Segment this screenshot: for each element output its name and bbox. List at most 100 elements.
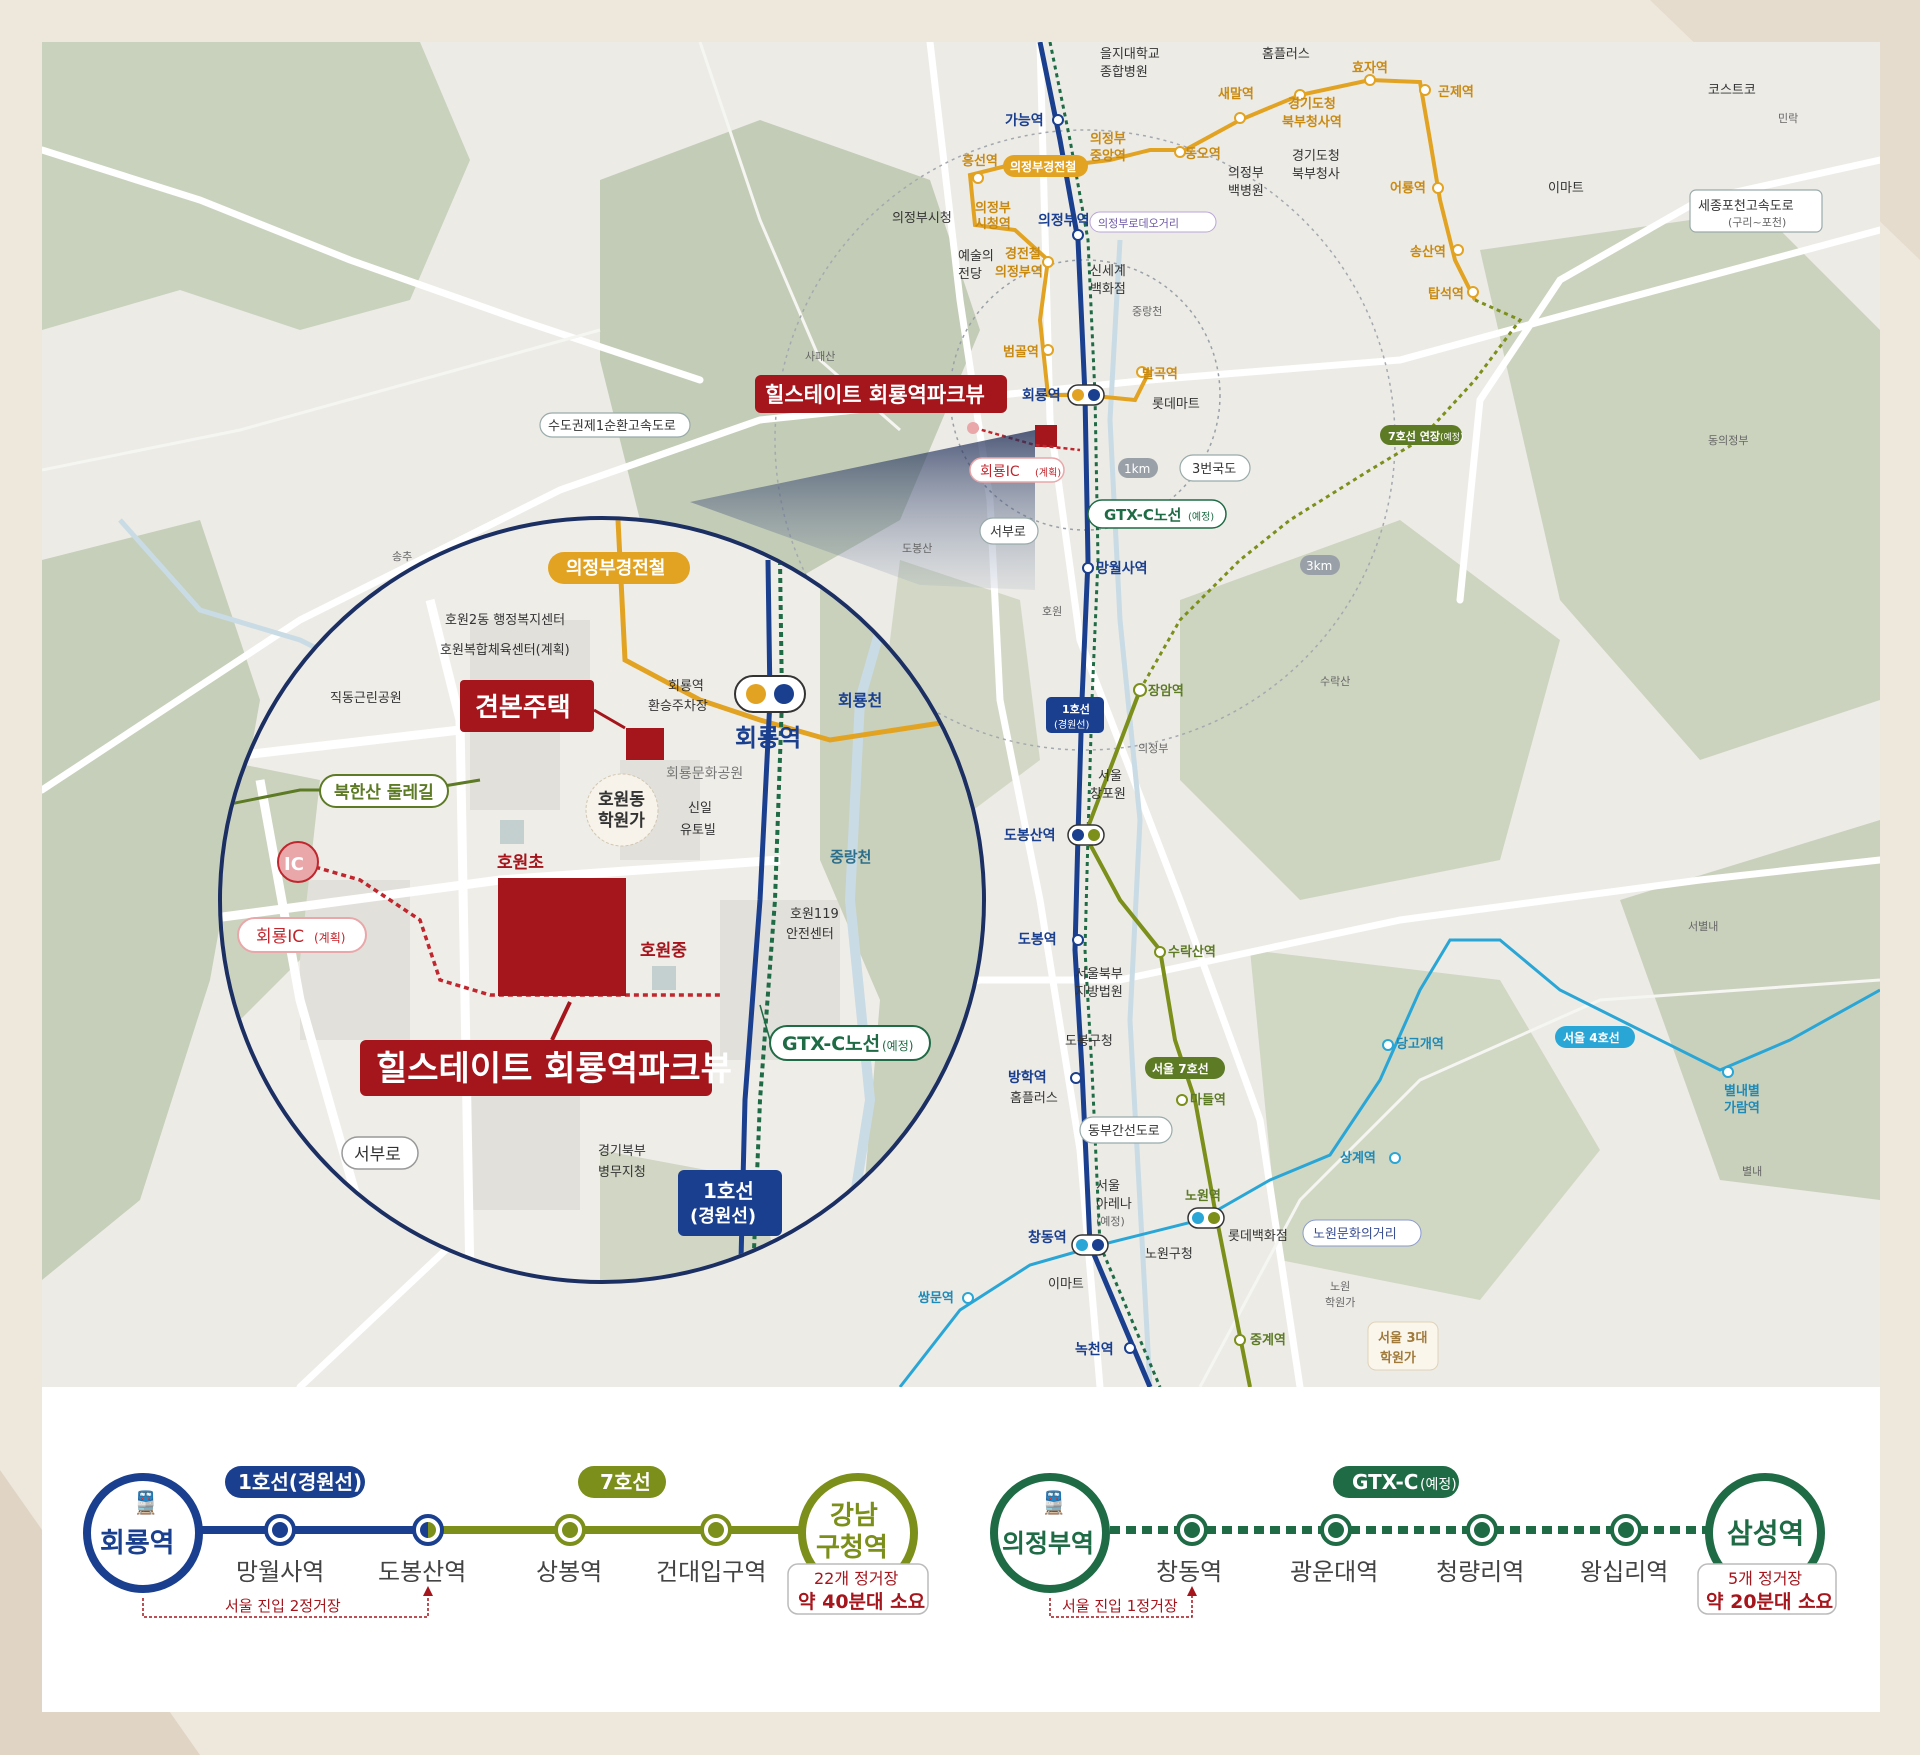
label-dobongsan-station: 도봉산역 bbox=[1004, 827, 1056, 844]
label-dobong: 도봉역 bbox=[1018, 931, 1057, 948]
line7-path bbox=[1082, 689, 1252, 1387]
label-saemal: 새말역 bbox=[1218, 86, 1254, 102]
route1-origin-circle[interactable] bbox=[83, 1473, 203, 1593]
label-changdong: 창동역 bbox=[1028, 1229, 1067, 1246]
route1-dest-b: 구청역 bbox=[816, 1533, 888, 1563]
label-docheong: 경기도청 bbox=[1288, 96, 1336, 112]
label-eulji-b: 종합병원 bbox=[1100, 65, 1148, 80]
route1-line7-badge bbox=[578, 1466, 666, 1498]
route2-gtx-badge bbox=[1333, 1466, 1459, 1498]
model-house-badge[interactable] bbox=[460, 680, 594, 732]
route2-gtx-badge-label: GTX-C bbox=[1352, 1470, 1418, 1494]
label-minrak: 민락 bbox=[1778, 112, 1798, 125]
label-1km: 1km bbox=[1124, 462, 1150, 476]
inset-hoewon-elem: 호원초 bbox=[497, 853, 544, 873]
inset-gtx-suffix: (예정) bbox=[882, 1039, 913, 1053]
map-labels: 을지대학교 종합병원 홈플러스 코스트코 민락 이마트 동의정부 가능역 의정부… bbox=[392, 47, 1798, 1358]
inset-seobu-ro: 서부로 bbox=[354, 1145, 401, 1165]
label-seoul4: 서울 4호선 bbox=[1563, 1030, 1620, 1045]
label-jungang: 의정부 bbox=[1090, 131, 1126, 147]
label-nowon-culture: 노원문화의거리 bbox=[1313, 1227, 1397, 1242]
inset-shinil-b: 유토빌 bbox=[680, 823, 716, 838]
route2-gtx-badge-suffix: (예정) bbox=[1420, 1477, 1457, 1493]
line7-ext-path bbox=[1138, 298, 1523, 691]
route2-stop-2: 광운대역 bbox=[1290, 1558, 1378, 1586]
route2-stop-3: 청량리역 bbox=[1436, 1558, 1524, 1586]
label-rodeo: 의정부로데오거리 bbox=[1098, 217, 1179, 230]
label-line7-ext-suffix: (예정) bbox=[1440, 432, 1464, 443]
label-court-b: 지방법원 bbox=[1075, 985, 1123, 1000]
label-seoul7: 서울 7호선 bbox=[1152, 1061, 1209, 1076]
label-lr-ujb-b: 의정부역 bbox=[995, 264, 1043, 280]
route2-origin-label: 의정부역 bbox=[1002, 1529, 1094, 1558]
label-ssangmun: 쌍문역 bbox=[918, 1290, 954, 1306]
label-seobyeollae: 서별내 bbox=[1688, 920, 1718, 933]
label-gtx-map-suffix: (예정) bbox=[1188, 511, 1214, 523]
label-eoryong: 어룡역 bbox=[1390, 180, 1426, 196]
label-gonje: 곤제역 bbox=[1438, 84, 1474, 100]
label-danggogae: 당고개역 bbox=[1396, 1036, 1444, 1052]
project-site-inset[interactable] bbox=[498, 878, 626, 996]
project-site-marker[interactable] bbox=[1035, 425, 1057, 447]
inset-line1-sub: (경원선) bbox=[690, 1206, 756, 1227]
project-name-badge-map[interactable] bbox=[755, 375, 1007, 413]
route1-diagram: 🚆 회룡역 1호선(경원선) 7호선 망월사역 도봉산역 상봉역 건대입구역 강… bbox=[83, 1466, 929, 1618]
label-costco: 코스트코 bbox=[1708, 83, 1756, 98]
label-nowon-academy-b: 학원가 bbox=[1325, 1296, 1355, 1309]
label-madeul: 마들역 bbox=[1190, 1092, 1226, 1108]
route2-origin-circle[interactable] bbox=[990, 1473, 1110, 1593]
model-house-marker[interactable] bbox=[626, 728, 664, 760]
label-balgok: 발곡역 bbox=[1142, 366, 1178, 382]
inset-jungnangcheon: 중랑천 bbox=[830, 848, 871, 866]
label-jungnangcheon: 중랑천 bbox=[1132, 304, 1162, 318]
label-dong-uijeongbu: 동의정부 bbox=[1708, 434, 1748, 447]
route1-stop-1: 망월사역 bbox=[236, 1558, 324, 1586]
label-dongbu-ro: 동부간선도로 bbox=[1088, 1124, 1160, 1139]
route1-stops-count: 22개 정거장 bbox=[814, 1569, 899, 1588]
project-name-badge-inset[interactable] bbox=[360, 1040, 712, 1096]
inset-academy: 호원동 bbox=[598, 790, 645, 810]
label-beomgol: 범골역 bbox=[1003, 344, 1039, 360]
label-homeplus-bottom: 홈플러스 bbox=[1010, 1091, 1058, 1106]
route2-seoul-entry: 서울 진입 1정거장 bbox=[1062, 1597, 1178, 1615]
label-banghak: 방학역 bbox=[1008, 1069, 1047, 1086]
label-arena: 서울 bbox=[1096, 1179, 1120, 1194]
inset-line1: 1호선 bbox=[703, 1179, 754, 1203]
label-byeollae-b: 가람역 bbox=[1724, 1100, 1760, 1116]
label-ganeung: 가능역 bbox=[1005, 112, 1044, 129]
label-songsan: 송산역 bbox=[1410, 244, 1446, 260]
inset-fire-b: 안전센터 bbox=[786, 927, 834, 942]
label-junggye: 중계역 bbox=[1250, 1332, 1286, 1348]
route1-dest-a: 강남 bbox=[830, 1501, 878, 1531]
label-seoul3-b: 학원가 bbox=[1380, 1350, 1416, 1366]
label-hoeryong-station: 회룡역 bbox=[1022, 387, 1061, 404]
inset-lr-badge: 의정부경전철 bbox=[566, 558, 665, 579]
label-sejong-pocheon-sub: (구리~포천) bbox=[1728, 215, 1786, 229]
label-tapseok: 탑석역 bbox=[1428, 286, 1464, 302]
label-gtx-map: GTX-C노선 bbox=[1104, 506, 1181, 524]
label-ujb-cityhall: 의정부 bbox=[975, 200, 1011, 216]
label-byeollae: 별내별 bbox=[1724, 1083, 1760, 1099]
label-eulji: 을지대학교 bbox=[1100, 47, 1160, 62]
inset-ic-suffix: (계획) bbox=[314, 931, 345, 945]
train-icon-2: 🚆 bbox=[1040, 1490, 1067, 1516]
label-lr-badge: 의정부경전철 bbox=[1010, 159, 1076, 174]
route1-origin-label: 회룡역 bbox=[100, 1528, 175, 1559]
inset-shinil: 신일 bbox=[688, 801, 712, 816]
label-ic-map: 회룡IC bbox=[980, 464, 1020, 480]
label-sudo-ring: 수도권제1순환고속도로 bbox=[548, 419, 676, 434]
label-3km: 3km bbox=[1306, 559, 1332, 573]
label-ujb-cityhall-b: 시청역 bbox=[975, 216, 1011, 232]
label-line1-map: 1호선 bbox=[1062, 702, 1090, 716]
route1-stop-4: 건대입구역 bbox=[656, 1558, 766, 1586]
label-sanggye: 상계역 bbox=[1340, 1150, 1376, 1166]
inset-jikdong: 직동근린공원 bbox=[330, 691, 402, 706]
label-hoewon: 호원 bbox=[1042, 605, 1062, 618]
route1-stop-3: 상봉역 bbox=[536, 1558, 602, 1586]
label-nowon: 노원역 bbox=[1185, 1188, 1221, 1204]
inset-hoeryong-station: 회룡역 bbox=[735, 724, 801, 752]
label-line7-ext: 7호선 연장 bbox=[1388, 429, 1440, 443]
label-shinsegae: 신세계 bbox=[1090, 264, 1126, 279]
label-arena-c: (예정) bbox=[1096, 1215, 1125, 1228]
label-line1-map-sub: (경원선) bbox=[1054, 718, 1090, 731]
